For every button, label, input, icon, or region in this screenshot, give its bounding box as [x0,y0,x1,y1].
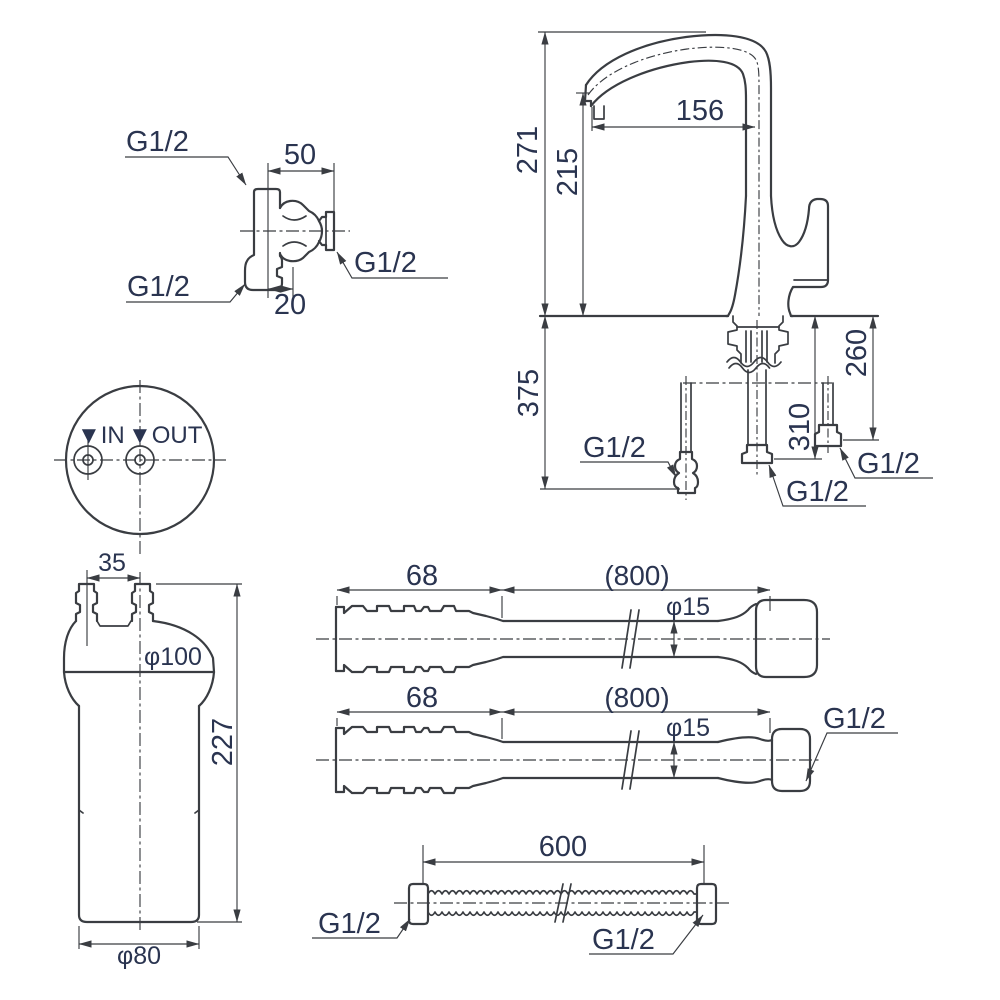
mount-flange-left [727,315,742,364]
valve-g12-top-label: G1/2 [126,126,189,158]
faucet-dim-215: 215 [552,148,584,196]
hose-a-connector-top [334,604,720,623]
valve-leader-top [125,156,247,186]
faucet-dim-375: 375 [513,369,545,417]
filter-shoulder-left [62,619,78,674]
hose-c-g12-right-label: G1/2 [592,924,655,956]
filter-dim-phi100: φ100 [144,643,202,671]
valve-body-outline [243,187,284,292]
leader-g12-right [839,447,933,479]
hose-c-g12-left-label: G1/2 [318,908,381,940]
out-label: ▼OUT [128,422,203,449]
valve-dim-50: 50 [284,139,316,171]
valve-leader-right [336,251,448,279]
hose-b-connector-bottom [334,776,720,795]
spout-inner-edge [589,59,748,198]
valve-leader-bottom [126,283,246,303]
hose-c-nut-left [407,882,430,926]
faucet-dim-260: 260 [841,329,873,377]
hose-a-neck [716,602,758,676]
hose-a-ext-68 [336,596,503,618]
hose-a-view: 68 (800) φ15 [316,560,830,679]
faucet-dim-156: 156 [676,95,724,127]
supply-tube-right [813,376,843,453]
filter-dim-phi80: φ80 [117,942,161,970]
hose-a-dim-phi15: φ15 [666,593,710,621]
spout-outer-edge [584,33,773,198]
adapter-center [740,443,774,465]
valve-handle-detail [282,215,307,247]
hose-a-break-lines [621,609,640,669]
hose-c-corrugation-bottom [427,911,698,917]
hose-b-dim-800: (800) [604,682,669,713]
filter-top-view: ▼IN ▼OUT [54,380,226,556]
hose-a-connector-bottom [334,655,720,674]
filter-cylinder-notches [78,809,200,814]
hose-b-view: 68 (800) φ15 G1/2 [316,682,898,795]
hose-c-leader-g12-right [589,914,704,955]
spout-centerline [587,46,760,316]
spout-nozzle [593,105,605,120]
filter-side-view: 35 φ100 227 φ80 [62,549,242,970]
hose-b-g12-label: G1/2 [823,703,886,735]
valve-g12-right-label: G1/2 [354,247,417,279]
hose-a-dim-800: (800) [604,560,669,591]
valve-detail-view: G1/2 G1/2 G1/2 50 20 [125,126,448,321]
leader-g12-left [580,461,677,478]
faucet-g12-left-label: G1/2 [583,432,646,464]
hose-a-end-fitting [754,598,819,679]
valve-dim-20: 20 [274,289,306,321]
valve-g12-bottom-label: G1/2 [127,271,190,303]
in-label: ▼IN [77,422,125,449]
hose-b-ext-68 [336,718,503,739]
hose-c-break-lines [554,883,572,923]
hose-b-leader-g12 [805,732,898,782]
hose-b-break-lines [621,730,640,790]
leader-g12-center [768,464,866,507]
filter-port-bridge [96,620,132,627]
faucet-dim-271: 271 [512,126,544,174]
faucet-g12-right-label: G1/2 [857,448,920,480]
shank-tubes [745,330,768,363]
hose-c-dim-600: 600 [539,831,587,863]
filter-dim-227: 227 [207,718,239,766]
faucet-dim-310: 310 [784,403,816,451]
filter-port-right [130,582,155,623]
faucet-body-right-handle [769,194,830,318]
hose-b-collar [716,736,774,784]
filter-taper-right [197,670,216,708]
supply-tube-center [740,320,774,476]
break-wave-upper [726,356,782,368]
filter-cylinder [77,704,201,924]
faucet-body-left [724,194,748,318]
hose-b-dim-68: 68 [406,682,438,714]
faucet-g12-center-label: G1/2 [786,476,849,508]
filter-shoulder-right [151,619,216,674]
filter-dim-35: 35 [98,549,126,577]
supply-tube-left [672,376,700,500]
hose-b-connector-top [334,725,720,744]
hose-c-corrugation-top [427,889,698,895]
hose-a-dim-68: 68 [406,560,438,592]
hose-c-leader-g12-left [312,918,411,939]
hose-b-dim-phi15: φ15 [666,714,710,742]
hose-c-nut-right [695,882,718,926]
hose-b-end-nut [770,727,812,793]
hose-c-view: 600 G1/2 G1/2 [312,831,731,956]
filter-taper-left [62,670,81,708]
mount-flange-right [774,315,789,364]
break-wave-lower [728,362,771,374]
faucet-front-view: 271 215 156 375 310 260 G1/2 G1/2 G1/2 [512,31,933,508]
spout-tip-face [583,83,593,108]
